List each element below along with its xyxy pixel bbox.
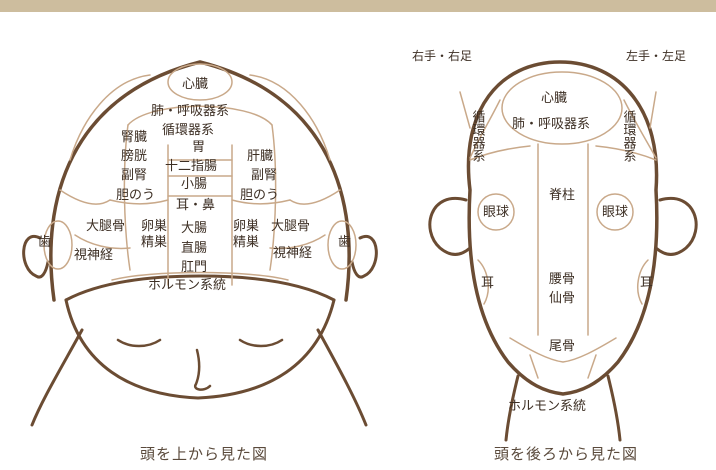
back-spine-label: 脊柱 xyxy=(549,188,575,203)
top-view-labels: 心臓 肺・呼吸器系 循環器系 腎臓 膀胱 副腎 胆のう 胃 十二指腸 小腸 耳・… xyxy=(38,77,351,293)
top-view-neck-right xyxy=(316,328,368,427)
top-banner-strip xyxy=(0,0,716,12)
top-view-left-eye xyxy=(116,338,162,348)
top-testis-left-label: 精巣 xyxy=(141,235,167,250)
top-gallbladder-right-label: 胆のう xyxy=(240,188,279,203)
back-heart-label: 心臓 xyxy=(541,91,567,106)
top-rectum-label: 直腸 xyxy=(181,241,207,256)
back-view-zone-lines xyxy=(459,71,657,379)
top-hormone-label: ホルモン系統 xyxy=(148,278,226,293)
top-view-zone-lines xyxy=(43,63,357,286)
top-circulatory-label: 循環器系 xyxy=(162,123,214,138)
back-coccyx-label: 尾骨 xyxy=(549,339,575,354)
top-duodenum-label: 十二指腸 xyxy=(165,159,217,174)
top-view-neck-left xyxy=(30,328,84,427)
top-view-head xyxy=(22,60,378,427)
back-lungs-label: 肺・呼吸器系 xyxy=(512,117,590,132)
top-ear-nose-label: 耳・鼻 xyxy=(176,197,215,213)
back-view-caption: 頭を後ろから見た図 xyxy=(494,445,638,463)
top-tooth-left-label: 歯 xyxy=(38,235,51,250)
top-view-caption: 頭を上から見た図 xyxy=(140,445,268,463)
top-adrenal-right-label: 副腎 xyxy=(251,168,277,183)
top-anus-label: 肛門 xyxy=(181,260,207,275)
top-gallbladder-left-label: 胆のう xyxy=(116,188,155,203)
top-testis-right-label: 精巣 xyxy=(233,235,259,250)
back-right-hand-foot-label: 右手・右足 xyxy=(412,48,472,63)
back-lumbar-label: 腰骨 xyxy=(549,272,575,287)
back-eye-right-label: 眼球 xyxy=(602,205,628,220)
back-view-head xyxy=(428,60,698,442)
top-lungs-label: 肺・呼吸器系 xyxy=(151,104,229,119)
back-view-skull xyxy=(466,60,659,396)
top-liver-label: 肝臓 xyxy=(247,149,273,164)
top-thigh-left-label: 大腿骨 xyxy=(86,219,125,234)
top-thigh-right-label: 大腿骨 xyxy=(271,219,310,234)
top-stomach-label: 胃 xyxy=(192,140,205,155)
top-tooth-right-label: 歯 xyxy=(338,235,351,250)
top-heart-label: 心臓 xyxy=(182,77,208,92)
top-optic-right-label: 視神経 xyxy=(273,246,312,261)
top-view-left-ear xyxy=(22,234,50,279)
back-hormone-label: ホルモン系統 xyxy=(508,399,586,414)
top-kidney-label: 腎臓 xyxy=(121,130,147,145)
back-circulatory-right-label: 循環器系 xyxy=(621,110,637,162)
back-sacrum-label: 仙骨 xyxy=(549,291,575,306)
top-small-intestine-label: 小腸 xyxy=(181,177,207,192)
top-view-right-ear xyxy=(350,234,378,279)
back-ear-right-label: 耳 xyxy=(640,276,653,291)
back-circulatory-left-label: 循環器系 xyxy=(470,110,486,162)
top-large-intestine-label: 大腸 xyxy=(181,221,207,236)
back-left-hand-foot-label: 左手・左足 xyxy=(626,48,686,63)
top-view-forehead-line xyxy=(64,274,336,302)
back-view-left-ear xyxy=(428,196,472,256)
top-view-face xyxy=(64,298,336,400)
back-view-neck-right xyxy=(606,374,622,442)
top-view-skull xyxy=(49,60,351,302)
back-eye-left-label: 眼球 xyxy=(483,205,509,220)
back-view-labels: 右手・右足 左手・左足 循環器系 循環器系 心臓 肺・呼吸器系 脊柱 眼球 眼球… xyxy=(412,48,686,414)
top-adrenal-left-label: 副腎 xyxy=(121,168,147,183)
top-bladder-label: 膀胱 xyxy=(121,148,147,164)
top-view-right-eye xyxy=(238,338,284,348)
top-ovary-right-label: 卵巣 xyxy=(233,219,259,234)
top-ovary-left-label: 卵巣 xyxy=(141,219,167,234)
top-optic-left-label: 視神経 xyxy=(74,248,113,263)
top-view-nose xyxy=(194,348,212,391)
back-ear-left-label: 耳 xyxy=(481,276,494,291)
back-view-neck-left xyxy=(504,374,520,442)
back-view-right-ear xyxy=(654,196,698,256)
